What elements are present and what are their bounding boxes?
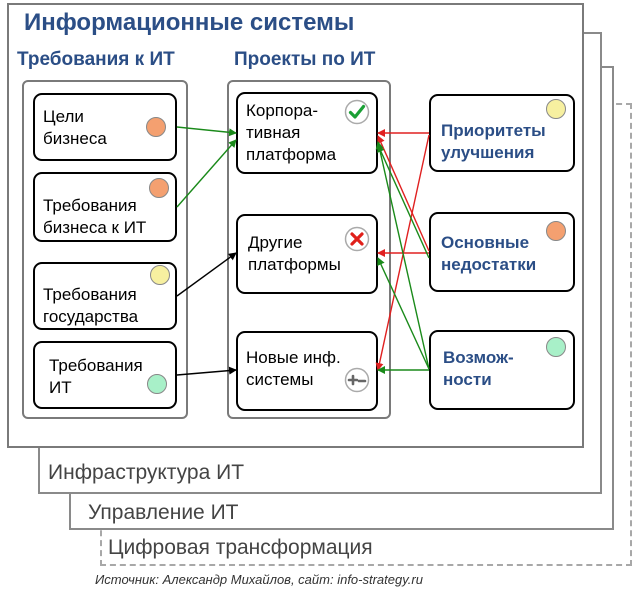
source-note: Источник: Александр Михайлов, сайт: info… [95,572,423,587]
edge-deficits-to-corporate [377,135,430,252]
priority-indicator-icon [149,178,169,198]
requirement-node: Цели бизнеса [33,93,177,161]
requirements-column-title: Требования к ИТ [17,49,175,70]
priority-indicator-icon [546,221,566,241]
layer-digital-transformation-label: Цифровая трансформация [108,536,373,559]
requirement-node: Требования государства [33,262,177,330]
check-icon [344,99,370,125]
cross-icon [344,226,370,252]
priority-indicator-icon [546,99,566,119]
priority-indicator-icon [150,265,170,285]
diagram-title: Информационные системы [24,9,355,36]
project-node: Новые инф. системы [236,331,378,411]
priority-indicator-icon [546,337,566,357]
edge-business-req-to-corporate [176,139,237,208]
driver-node: Основные недостатки [429,212,575,292]
edge-it-req-to-new [176,366,237,376]
edge-opportunities-to-other [377,257,430,370]
layer-it-management-label: Управление ИТ [88,501,239,524]
priority-indicator-icon [147,374,167,394]
edge-goals-to-corporate [176,126,237,137]
edge-opportunities-to-corporate [375,141,430,370]
projects-column-title: Проекты по ИТ [234,49,376,70]
edge-deficits-to-corporate-green [377,144,430,259]
priority-indicator-icon [146,117,166,137]
edge-state-req-to-other [176,252,237,297]
plus-minus-icon [344,367,370,393]
requirement-node: Требования бизнеса к ИТ [33,172,177,242]
layer-it-infrastructure-label: Инфраструктура ИТ [48,461,245,484]
